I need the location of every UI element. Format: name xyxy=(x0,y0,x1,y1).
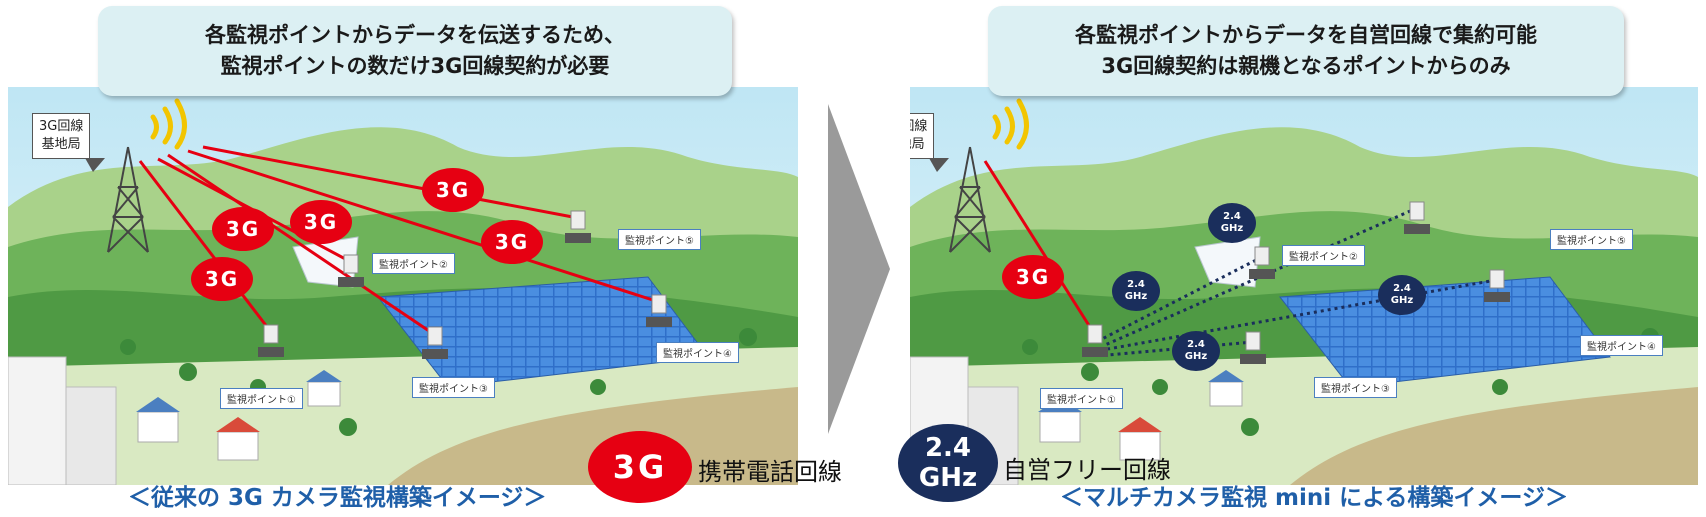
header-left-line1: 各監視ポイントからデータを伝送するため、 xyxy=(205,23,625,47)
header-right-line1: 各監視ポイントからデータを自営回線で集約可能 xyxy=(1075,23,1537,47)
signal-waves-icon xyxy=(150,98,187,150)
legend-3g-text: 携帯電話回線 xyxy=(698,458,842,486)
header-right: 各監視ポイントからデータを自営回線で集約可能 3G回線契約は親機となるポイントか… xyxy=(988,6,1624,96)
header-left-line2: 監視ポイントの数だけ3G回線契約が必要 xyxy=(220,54,610,78)
base-station-callout: 3G回線 基地局 xyxy=(32,113,106,172)
caption-right: ＜マルチカメラ監視 mini による構築イメージ＞ xyxy=(1060,485,1568,511)
left-point-1-label: 監視ポイント① xyxy=(220,388,303,409)
base-station-line2: 基地局 xyxy=(910,137,925,152)
legend-3g-badge: 3G xyxy=(588,431,692,503)
landscape-left-illustration xyxy=(8,87,798,485)
base-station-tower-icon xyxy=(107,146,149,253)
left-3g-badge-4: 3G xyxy=(422,168,484,212)
ghz-badge-value: 2.4 xyxy=(1223,211,1241,222)
left-3g-badge-3: 3G xyxy=(290,200,352,244)
right-3g-badge: 3G xyxy=(1002,255,1064,299)
ghz-badge-value: 2.4 xyxy=(1187,339,1205,350)
ghz-badge-unit: GHz xyxy=(1390,295,1414,306)
base-station-tower-icon xyxy=(949,146,991,253)
left-point-3-label: 監視ポイント③ xyxy=(412,377,495,398)
ghz-badge-unit: GHz xyxy=(1220,223,1244,234)
left-3g-badge-2: 3G xyxy=(212,207,274,251)
ghz-badge-unit: GHz xyxy=(1184,351,1208,362)
base-station-callout: 3G回線 基地局 xyxy=(910,113,950,172)
legend-ghz-badge: 2.4 GHz xyxy=(898,424,998,502)
right-point-2-label: 監視ポイント② xyxy=(1282,245,1365,266)
right-point-4-label: 監視ポイント④ xyxy=(1580,335,1663,356)
caption-left: ＜従来の 3G カメラ監視構築イメージ＞ xyxy=(128,485,547,511)
legend-ghz-value: 2.4 xyxy=(924,433,972,463)
legend-ghz-unit: GHz xyxy=(918,463,978,493)
scene-right: 3G回線 基地局 監視ポイント① 監視ポイント② 監視ポイント③ 監視ポイント④… xyxy=(910,87,1698,485)
ghz-badge-value: 2.4 xyxy=(1127,279,1145,290)
left-point-5-label: 監視ポイント⑤ xyxy=(618,229,701,250)
right-point-1-label: 監視ポイント① xyxy=(1040,388,1123,409)
ghz-badge-value: 2.4 xyxy=(1393,283,1411,294)
transition-arrow-icon xyxy=(828,104,890,434)
right-point-3-label: 監視ポイント③ xyxy=(1314,377,1397,398)
header-left: 各監視ポイントからデータを伝送するため、 監視ポイントの数だけ3G回線契約が必要 xyxy=(98,6,732,96)
base-station-line1: 3G回線 xyxy=(910,119,928,134)
base-station-line2: 基地局 xyxy=(41,137,81,152)
legend-ghz-text: 自営フリー回線 xyxy=(1003,456,1171,484)
left-3g-badge-1: 3G xyxy=(191,257,253,301)
ghz-badge-unit: GHz xyxy=(1124,291,1148,302)
left-3g-badge-5: 3G xyxy=(481,220,543,264)
signal-waves-icon xyxy=(992,98,1029,150)
base-station-line1: 3G回線 xyxy=(39,119,84,134)
right-point-5-label: 監視ポイント⑤ xyxy=(1550,229,1633,250)
left-point-2-label: 監視ポイント② xyxy=(372,253,455,274)
header-right-line2: 3G回線契約は親機となるポイントからのみ xyxy=(1101,54,1511,78)
scene-left: 3G回線 基地局 監視ポイント① 監視ポイント② 監視ポイント③ 監視ポイント④… xyxy=(8,87,798,485)
left-point-4-label: 監視ポイント④ xyxy=(656,342,739,363)
